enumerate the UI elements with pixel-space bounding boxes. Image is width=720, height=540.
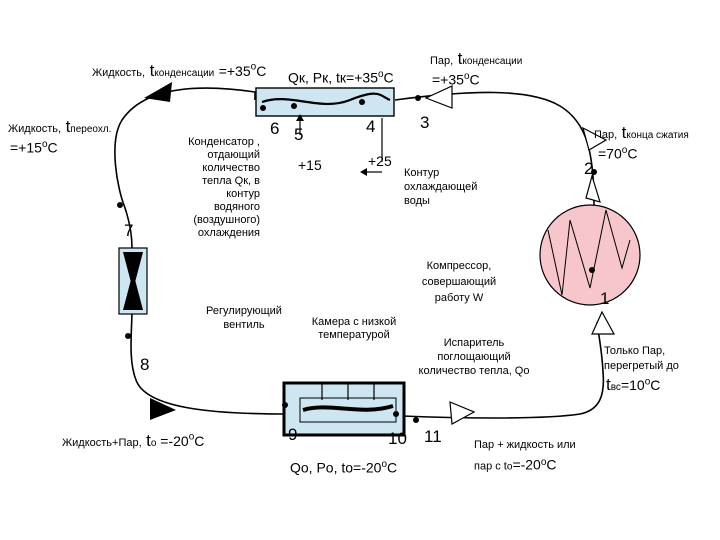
flow-arrow-icon (144, 82, 172, 102)
label-liquid-left-value: =+15oC (10, 139, 58, 156)
arrowhead-icon (296, 114, 304, 121)
point-7-label: 7 (124, 221, 134, 240)
valve-triangle-icon (123, 252, 143, 290)
valve-triangle-icon (123, 272, 143, 310)
flow-arrow-icon (585, 173, 601, 203)
refrigerant-loop-line (401, 321, 605, 419)
point-5-label: 5 (294, 125, 304, 144)
compressor-circle (539, 204, 641, 306)
point-2-label: 2 (584, 159, 594, 178)
valve-description: Регулирующий вентиль (206, 305, 282, 331)
compressor-description: Компрессор, совершающий работу W (421, 260, 497, 304)
flow-arrow-icon (150, 398, 176, 420)
point-9-label: 9 (288, 425, 298, 444)
label-evap-params: Qо, Pо, tо=-20oC (290, 459, 398, 476)
flow-arrow-icon (449, 401, 476, 425)
condenser-box (255, 87, 395, 117)
condenser-description: Конденсатор , отдающий количество тепла … (188, 136, 260, 239)
condenser-coil (261, 92, 391, 105)
point-4-label: 4 (366, 117, 376, 136)
label-mix-left: Жидкость+Пар, tо =-20oC (62, 431, 205, 450)
label-vapor-right-value: =70oC (598, 145, 638, 162)
water-in-temp: +15 (298, 157, 322, 173)
label-vapor-right: Пар, tконца сжатия (594, 123, 689, 142)
refrigerant-loop-line (114, 87, 256, 249)
refrigerant-loop-line (130, 309, 286, 415)
point-8-label: 8 (140, 355, 150, 374)
point-3-label: 3 (420, 113, 430, 132)
flow-arrow-icon (591, 310, 616, 335)
label-vapor-top: Пар, tконденсации (430, 49, 523, 68)
point-10-label: 10 (388, 429, 407, 448)
vapor-liquid-label: Пар + жидкость или пар с tо=-20oC (474, 439, 576, 473)
label-liquid-left: Жидкость, tпереохл. (8, 117, 112, 136)
water-out-temp: +25 (368, 153, 392, 169)
flow-arrow-icon (424, 85, 453, 109)
flow-arrow-icon (582, 126, 608, 151)
label-condenser-params: Qк, Pк, tк=+35oC (288, 69, 394, 86)
state-point-markers (117, 95, 597, 423)
label-liquid-top: Жидкость, tконденсации =+35oC (92, 61, 267, 80)
evaporator-coil (302, 404, 394, 412)
cooling-loop-label: Контур охлаждающей воды (404, 167, 478, 207)
arrowhead-icon (360, 168, 367, 176)
refrigerant-loop-line (394, 91, 595, 206)
label-vapor-top-value: =+35oC (432, 71, 480, 88)
point-6-label: 6 (270, 119, 280, 138)
chamber-description: Камера с низкой температурой (311, 316, 397, 341)
point-1-label: 1 (600, 289, 610, 308)
compressor-blade (547, 209, 631, 296)
evaporator-description: Испаритель поглощающий количество тепла,… (418, 337, 530, 377)
only-vapor-temp: tвс=10oC (606, 375, 661, 394)
point-11-label: 11 (424, 427, 442, 446)
only-vapor-label: Только Пар, перегретый до (604, 345, 679, 372)
